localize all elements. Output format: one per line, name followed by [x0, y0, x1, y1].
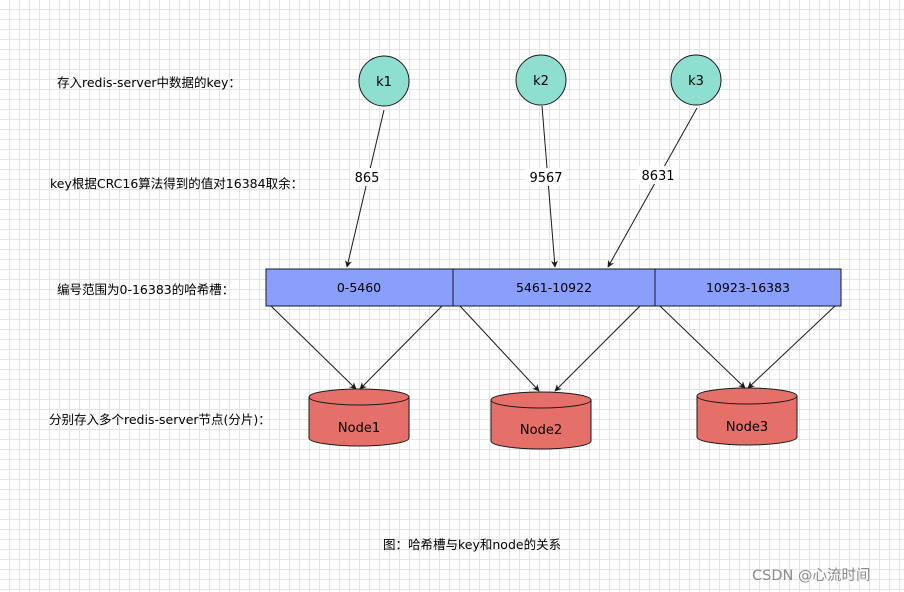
arrow-k1-to-slot: [345, 109, 385, 268]
key-k2: k2: [515, 54, 567, 106]
edge-value-k1: 865: [355, 171, 380, 186]
crc-row-label: key根据CRC16算法得到的值对16384取余：: [50, 176, 303, 191]
arrow-k2-to-slot: [541, 105, 558, 268]
arrow-k3-to-slot: [607, 107, 698, 268]
node3-cylinder: Node3: [696, 387, 798, 446]
arrow-slot0-right-to-node1: [359, 305, 443, 390]
node2-label: Node2: [520, 423, 562, 438]
csdn-watermark: CSDN @心流时间: [752, 567, 870, 584]
figure-caption: 图：哈希槽与key和node的关系: [383, 537, 561, 552]
edge-value-k3: 8631: [641, 169, 674, 184]
arrow-slot0-left-to-node1: [270, 305, 357, 390]
edge-value-k2: 9567: [529, 171, 562, 186]
node3-label: Node3: [726, 420, 768, 435]
key-k3: k3: [670, 54, 722, 106]
nodes-row-label: 分别存入多个redis-server节点(分片)：: [49, 412, 271, 427]
node1-label: Node1: [338, 421, 380, 436]
edge-label-k1: 865: [350, 168, 384, 186]
arrow-slot2-left-to-node3: [659, 305, 746, 389]
slots-row-label: 编号范围为0-16383的哈希槽：: [57, 282, 234, 297]
edge-label-k2: 9567: [526, 168, 566, 186]
key-k1-label: k1: [376, 75, 392, 90]
slot-0-label: 0-5460: [337, 280, 381, 295]
slot-2-label: 10923-16383: [706, 280, 790, 295]
edge-label-k3: 8631: [638, 166, 678, 184]
node2-cylinder: Node2: [490, 391, 592, 450]
slot-10923-16383: [654, 268, 842, 307]
key-k1: k1: [358, 55, 410, 107]
node1-cylinder: Node1: [308, 388, 410, 447]
slot-bar: 0-5460 5461-10922 10923-16383: [265, 268, 842, 307]
keys-row-label: 存入redis-server中数据的key：: [57, 75, 241, 90]
arrow-slot1-right-to-node2: [554, 305, 641, 392]
key-k2-label: k2: [533, 74, 549, 89]
slot-1-label: 5461-10922: [516, 280, 592, 295]
arrow-slot1-left-to-node2: [459, 305, 540, 392]
key-k3-label: k3: [688, 74, 704, 89]
arrow-slot2-right-to-node3: [747, 305, 836, 389]
